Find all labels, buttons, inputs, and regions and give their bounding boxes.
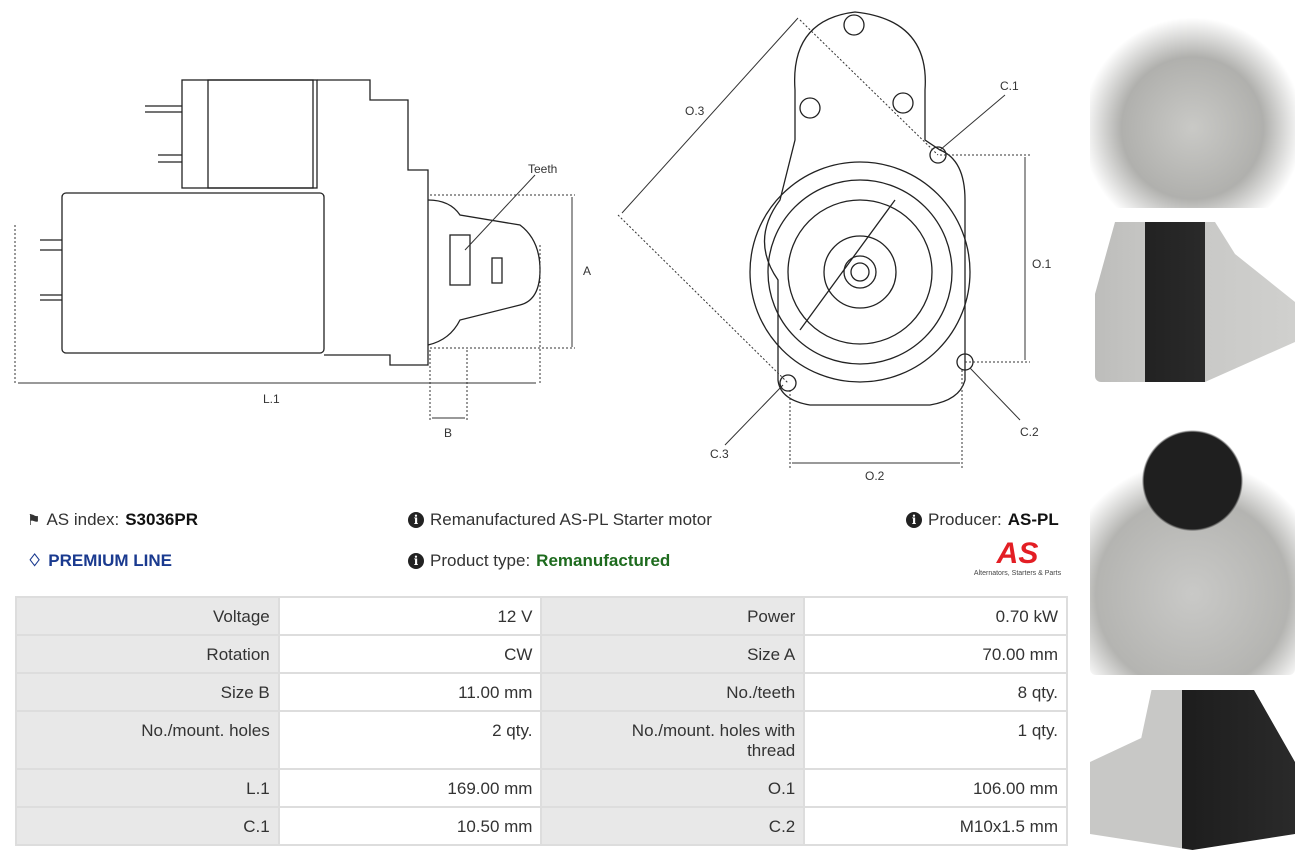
info-icon: i	[408, 512, 424, 528]
spec-label: C.1	[17, 808, 278, 844]
product-photo-front[interactable]	[1090, 8, 1295, 208]
label-c1: C.1	[1000, 79, 1019, 93]
spec-label: Size B	[17, 674, 278, 710]
spec-value: 8 qty.	[805, 674, 1066, 710]
label-o1: O.1	[1032, 257, 1052, 271]
as-pl-logo: AS Alternators, Starters & Parts	[965, 538, 1070, 578]
spec-value: 106.00 mm	[805, 770, 1066, 806]
label-o2: O.2	[865, 469, 885, 483]
label-c3: C.3	[710, 447, 729, 461]
spec-label: No./teeth	[542, 674, 804, 710]
label-teeth: Teeth	[528, 162, 557, 176]
spec-label: Rotation	[17, 636, 278, 672]
spec-value: M10x1.5 mm	[805, 808, 1066, 844]
spec-label: No./mount. holes	[17, 712, 278, 768]
label-o3: O.3	[685, 104, 705, 118]
spec-label: Size A	[542, 636, 804, 672]
producer: i Producer: AS-PL	[906, 510, 1059, 530]
label-c2: C.2	[1020, 425, 1039, 439]
info-icon: i	[408, 553, 424, 569]
product-photo-rear[interactable]	[1090, 405, 1295, 675]
product-photo-angle[interactable]	[1090, 690, 1295, 850]
diamond-icon: ♢	[27, 551, 43, 570]
spec-value: 0.70 kW	[805, 598, 1066, 634]
premium-line-badge: ♢ PREMIUM LINE	[27, 551, 172, 570]
label-b: B	[444, 426, 452, 440]
front-view-drawing: O.3 C.1 O.1 C.2 C.3 O.2	[617, 11, 1052, 483]
description: i Remanufactured AS-PL Starter motor	[408, 510, 712, 530]
spec-value: 169.00 mm	[279, 770, 541, 806]
spec-value: 12 V	[279, 598, 541, 634]
label-a: A	[583, 264, 591, 278]
spec-label: C.2	[542, 808, 804, 844]
spec-value: CW	[279, 636, 541, 672]
as-index: ⚑ AS index: S3036PR	[27, 510, 198, 529]
label-l1: L.1	[263, 392, 280, 406]
as-index-value: S3036PR	[125, 510, 198, 529]
spec-label: Power	[542, 598, 804, 634]
spec-value: 2 qty.	[279, 712, 541, 768]
spec-label: No./mount. holes with thread	[542, 712, 804, 768]
tags-icon: ⚑	[27, 512, 41, 529]
product-photo-side[interactable]	[1095, 222, 1295, 382]
spec-value: 1 qty.	[805, 712, 1066, 768]
spec-value: 10.50 mm	[279, 808, 541, 844]
spec-label: Voltage	[17, 598, 278, 634]
product-type: i Product type: Remanufactured	[408, 551, 670, 571]
side-view-drawing: Teeth A B L.1	[14, 79, 591, 440]
info-icon: i	[906, 512, 922, 528]
spec-label: O.1	[542, 770, 804, 806]
spec-value: 70.00 mm	[805, 636, 1066, 672]
spec-label: L.1	[17, 770, 278, 806]
spec-value: 11.00 mm	[279, 674, 541, 710]
